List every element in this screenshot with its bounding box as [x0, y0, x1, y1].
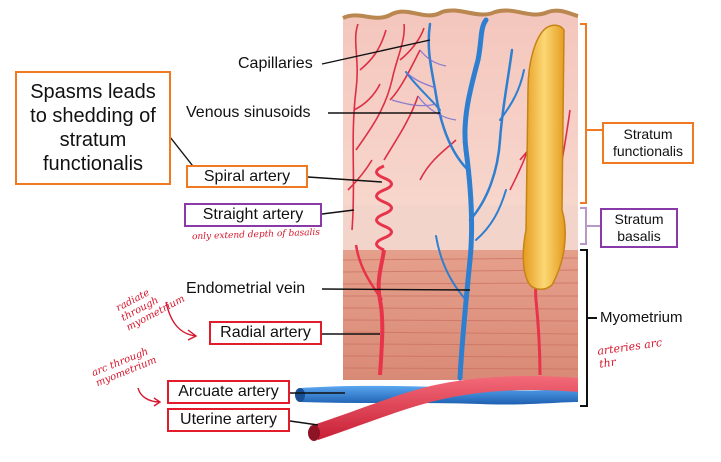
epithelium-surface — [342, 8, 579, 20]
spasms-callout: Spasms leads to shedding of stratum func… — [15, 71, 171, 185]
layer-brackets — [580, 23, 602, 407]
arcuate-artery-label: Arcuate artery — [167, 380, 290, 404]
spiral-artery-coil — [375, 164, 393, 252]
handwritten-arrows — [137, 301, 198, 407]
functionalis-bracket — [580, 23, 587, 204]
radial-artery-trunk — [376, 249, 386, 376]
myometrium-bracket — [580, 249, 588, 407]
uterine-artery-label: Uterine artery — [167, 408, 290, 432]
venous-sinusoids-label: Venous sinusoids — [186, 104, 311, 121]
spiral-artery-label: Spiral artery — [186, 165, 308, 188]
uterine-gland — [522, 24, 566, 290]
myometrium-label: Myometrium — [600, 309, 683, 326]
straight-artery-branch — [354, 244, 384, 301]
basalis-bracket — [580, 207, 587, 245]
leader-lines — [169, 39, 471, 426]
straight-artery-label: Straight artery — [184, 203, 322, 227]
endometrial-veins — [405, 17, 525, 381]
capillaries-label: Capillaries — [238, 55, 313, 72]
uterine-artery-lumen — [308, 425, 320, 441]
radial-artery-label: Radial artery — [209, 321, 322, 345]
arcuate-vein-lumen — [295, 388, 305, 402]
arcuate-artery-vessel — [310, 376, 578, 440]
endometrial-vein-label: Endometrial vein — [186, 280, 306, 297]
arcuate-vessels — [295, 376, 578, 441]
stratum-functionalis-label: Stratum functionalis — [602, 122, 694, 164]
stratum-basalis-label: Stratum basalis — [600, 208, 678, 248]
